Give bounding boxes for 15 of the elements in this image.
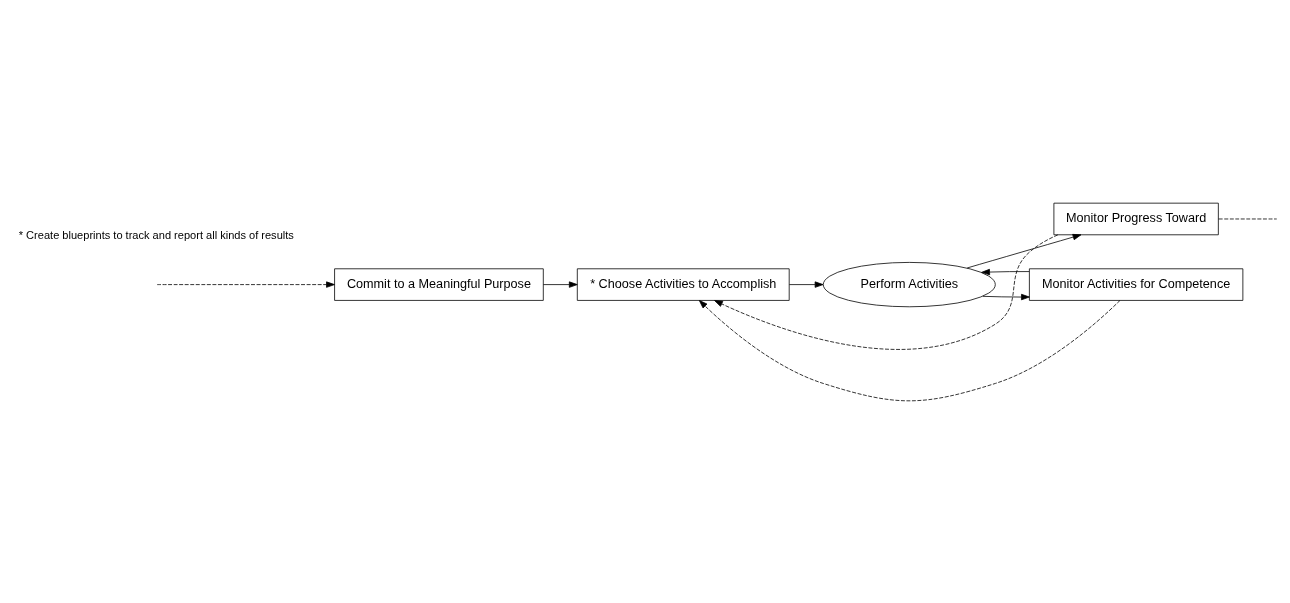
node-box: * Choose Activities to Accomplish xyxy=(576,267,790,301)
arrow xyxy=(698,299,1121,401)
arrow xyxy=(714,234,1059,350)
node-box: Monitor Activities for Competence xyxy=(1029,267,1244,301)
arrow xyxy=(982,293,1030,300)
node-ellipse: Perform Activities xyxy=(822,261,996,307)
connector xyxy=(1218,218,1278,219)
label: * Create blueprints to track and report all kinds of results xyxy=(18,228,294,240)
node-box: Monitor Progress Toward xyxy=(1053,202,1219,235)
arrow xyxy=(543,280,578,288)
node-box: Commit to a Meaningful Purpose xyxy=(334,267,544,301)
arrow xyxy=(981,268,1030,275)
arrow xyxy=(156,280,335,288)
arrow xyxy=(966,233,1082,268)
arrow xyxy=(788,280,824,288)
